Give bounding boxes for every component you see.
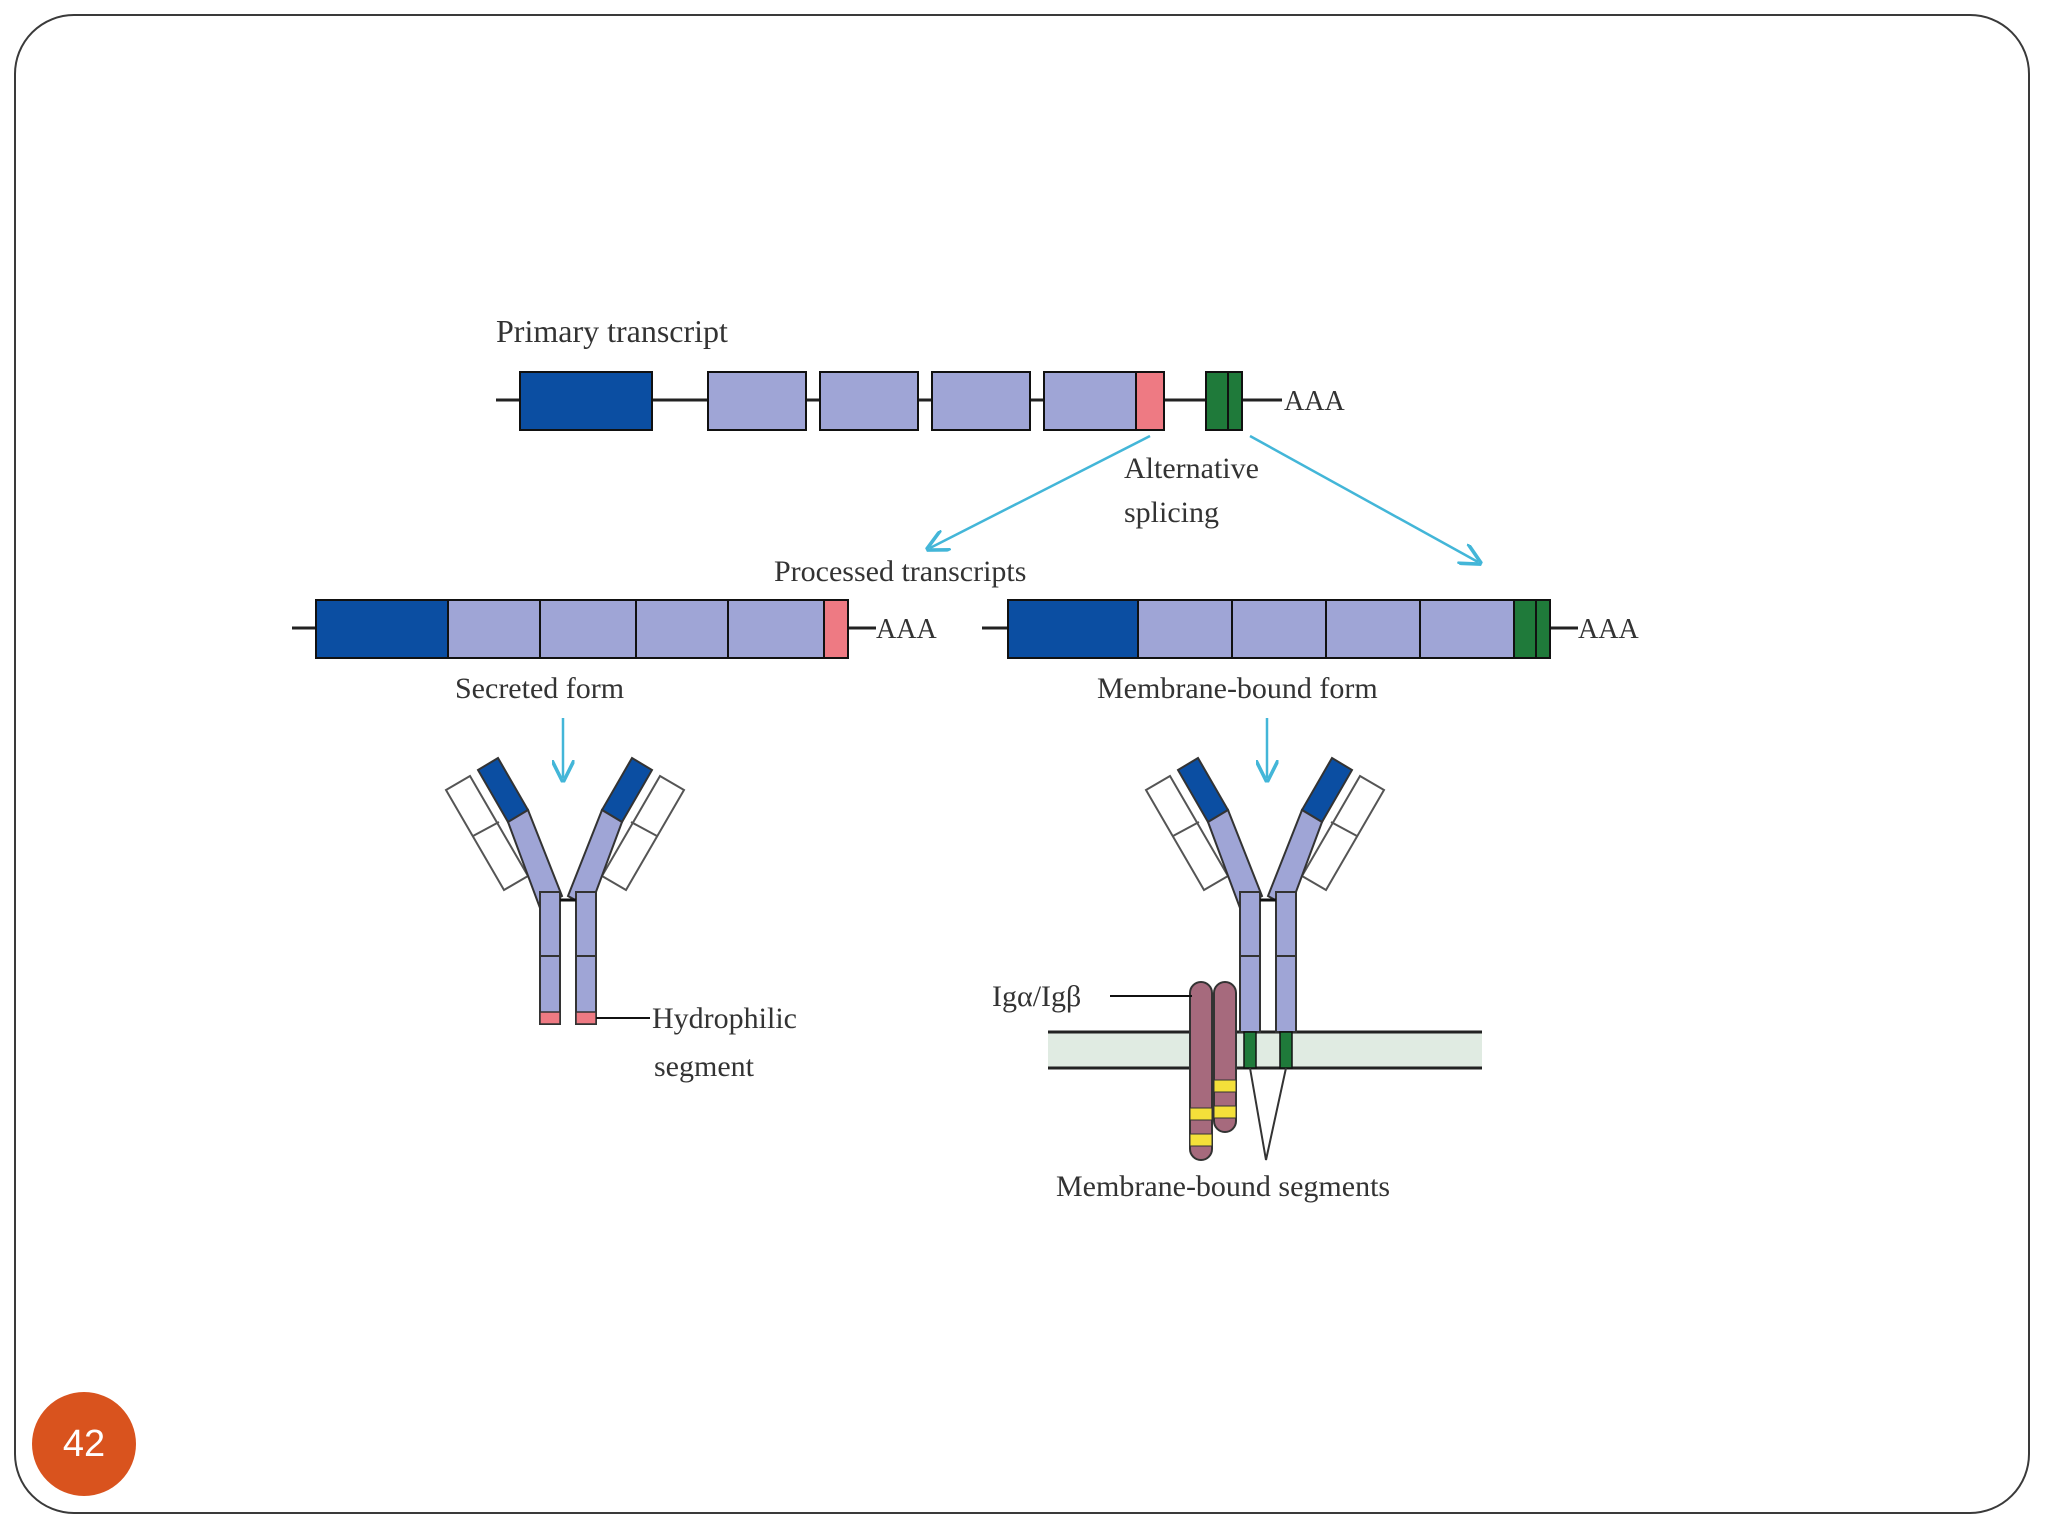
- membrane-exon-membrane-2: [1535, 599, 1551, 659]
- secreted-exon-constant-4: [727, 599, 825, 659]
- secreted-heavy-constant-left: [506, 808, 564, 910]
- primary-poly-a: AAA: [1284, 386, 1345, 417]
- secreted-heavy-stem-right: [575, 891, 597, 1025]
- primary-exon-constant-3: [931, 371, 1031, 431]
- ig-alpha-beta-label: Igα/Igβ: [992, 980, 1081, 1013]
- secreted-exon-constant-2: [539, 599, 637, 659]
- transmembrane-segment-right: [1279, 1031, 1293, 1069]
- secreted-exon-variable: [315, 599, 449, 659]
- secreted-form-label: Secreted form: [455, 672, 624, 705]
- membrane-poly-a: AAA: [1578, 614, 1639, 645]
- alternative-label: Alternative: [1124, 452, 1259, 485]
- membrane-heavy-constant-right: [1266, 808, 1324, 910]
- membrane-exon-constant-3: [1325, 599, 1421, 659]
- ig-alpha-chain: [1189, 981, 1213, 1161]
- membrane-bound-form-label: Membrane-bound form: [1097, 672, 1378, 705]
- secreted-exon-constant-1: [447, 599, 541, 659]
- splicing-label: splicing: [1124, 496, 1219, 529]
- secreted-heavy-stem-left: [539, 891, 561, 1025]
- secreted-hydrophilic-tip-left: [539, 1011, 561, 1025]
- page-number-badge: 42: [32, 1392, 136, 1496]
- splice-arrow-left: [930, 434, 1151, 548]
- secreted-hydrophilic-tip-right: [575, 1011, 597, 1025]
- membrane-light-chain-left-divider: [1172, 821, 1200, 837]
- membrane-heavy-constant-left: [1206, 808, 1264, 910]
- secreted-antibody: Hydrophilic segment: [444, 756, 797, 1083]
- membrane-exon-constant-4: [1419, 599, 1515, 659]
- membrane-heavy-stem-left: [1239, 891, 1261, 1033]
- primary-exon-constant-2: [819, 371, 919, 431]
- cell-membrane: [1048, 1032, 1482, 1068]
- slide-frame: [14, 14, 2030, 1514]
- membrane-exon-constant-2: [1231, 599, 1327, 659]
- secreted-heavy-constant-right: [566, 808, 624, 910]
- itam-beta-1: [1213, 1079, 1237, 1093]
- primary-exon-membrane-1: [1205, 371, 1229, 431]
- membrane-light-chain-right-divider: [1330, 821, 1358, 837]
- splice-arrow-right: [1249, 434, 1478, 562]
- secreted-exon-constant-3: [635, 599, 729, 659]
- cytoplasmic-tails: [1249, 1067, 1287, 1161]
- membrane-exon-membrane-1: [1513, 599, 1537, 659]
- secreted-transcript: AAA Secreted form: [292, 599, 937, 778]
- primary-exon-constant-1: [707, 371, 807, 431]
- secreted-poly-a: AAA: [876, 614, 937, 645]
- secreted-light-chain-left-divider: [472, 821, 500, 837]
- itam-alpha-1: [1189, 1107, 1213, 1121]
- membrane-bound-segments-label: Membrane-bound segments: [1056, 1170, 1390, 1203]
- hydrophilic-label: Hydrophilic: [652, 1002, 797, 1035]
- membrane-exon-constant-1: [1137, 599, 1233, 659]
- processed-transcripts-label: Processed transcripts: [774, 555, 1026, 588]
- itam-beta-2: [1213, 1105, 1237, 1119]
- membrane-bound-antibody: Igα/Igβ Membrane-bound segments: [992, 756, 1482, 1203]
- transmembrane-segment-left: [1243, 1031, 1257, 1069]
- secreted-light-chain-right-divider: [630, 821, 658, 837]
- secreted-exon-secretory: [823, 599, 849, 659]
- primary-transcript-label: Primary transcript: [496, 313, 728, 349]
- membrane-bound-transcript: AAA Membrane-bound form: [982, 599, 1639, 778]
- primary-exon-membrane-2: [1227, 371, 1243, 431]
- segment-label: segment: [654, 1050, 755, 1083]
- membrane-exon-variable: [1007, 599, 1139, 659]
- primary-exon-variable: [519, 371, 653, 431]
- page-number: 42: [62, 1422, 106, 1465]
- itam-alpha-2: [1189, 1133, 1213, 1147]
- primary-exon-secretory: [1135, 371, 1165, 431]
- primary-transcript: Primary transcript AAA: [496, 313, 1345, 431]
- ig-beta-chain: [1213, 981, 1237, 1133]
- primary-exon-constant-4: [1043, 371, 1137, 431]
- alternative-splicing: Alternative splicing Processed transcrip…: [774, 434, 1478, 588]
- membrane-heavy-stem-right: [1275, 891, 1297, 1033]
